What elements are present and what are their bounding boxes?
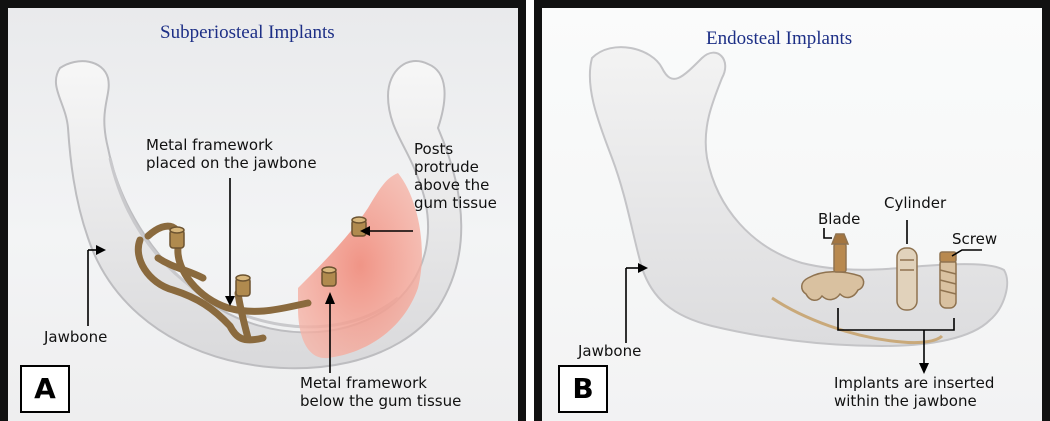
label-screw: Screw xyxy=(952,230,997,248)
panel-b-title: Endosteal Implants xyxy=(706,28,852,50)
panel-endosteal: Endosteal Implants Blade Cylinder Screw … xyxy=(534,0,1050,421)
panel-b-canvas: Endosteal Implants Blade Cylinder Screw … xyxy=(542,8,1042,421)
panel-a-badge: A xyxy=(20,365,70,413)
screw-implant xyxy=(940,252,956,308)
label-jawbone-b: Jawbone xyxy=(578,342,641,360)
label-jawbone-a: Jawbone xyxy=(44,328,107,346)
label-posts-protrude: Posts protrude above the gum tissue xyxy=(414,140,497,212)
label-metal-framework-on-jawbone: Metal framework placed on the jawbone xyxy=(146,136,317,172)
cylinder-implant xyxy=(897,248,917,310)
panel-a-canvas: Subperiosteal Implants Metal framework p… xyxy=(8,8,518,421)
panel-b-badge: B xyxy=(558,365,608,413)
label-implants-inserted: Implants are inserted within the jawbone xyxy=(834,374,994,410)
jaw-illustration-a xyxy=(8,8,518,421)
panel-subperiosteal: Subperiosteal Implants Metal framework p… xyxy=(0,0,526,421)
label-blade: Blade xyxy=(818,210,860,228)
panel-a-title: Subperiosteal Implants xyxy=(160,22,335,44)
label-metal-framework-below-gum: Metal framework below the gum tissue xyxy=(300,374,461,410)
label-cylinder: Cylinder xyxy=(884,194,946,212)
